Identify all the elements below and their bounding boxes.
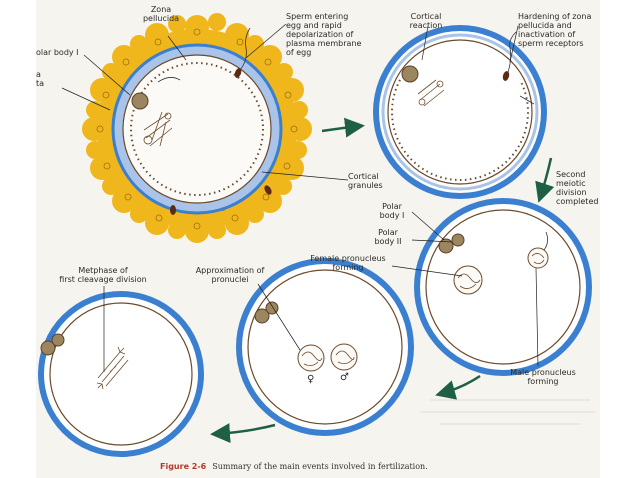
- flow-arrows: [210, 117, 555, 444]
- label-polar-body-I: Polar body I: [379, 202, 405, 220]
- female-symbol: ♀: [307, 374, 315, 385]
- stage-1-egg-with-corona: [82, 13, 312, 243]
- arrow-stage2-to-3: [535, 157, 555, 203]
- stage-4-approximation: [236, 258, 414, 436]
- figure-caption-text: Summary of the main events involved in f…: [212, 462, 428, 471]
- label-cortical-granules: Cortical granules: [348, 172, 383, 190]
- egg-membrane-3: [425, 209, 581, 365]
- egg-membrane-1: [122, 54, 272, 204]
- zona-inner-2: [381, 33, 539, 191]
- leader-corona: [61, 87, 111, 111]
- polar-body-II-3: [451, 233, 465, 247]
- arrow-stage4-to-5: [210, 423, 276, 444]
- cytoplasm-mark: [157, 77, 181, 83]
- zona-pellucida-3: [414, 198, 592, 376]
- label-second-meiotic: Second meiotic division completed: [556, 170, 599, 206]
- corona-cells: [82, 13, 312, 243]
- arrow-stage1-to-2: [321, 117, 365, 138]
- leader-polar-body-II-3: [411, 239, 453, 243]
- label-corona-radiata-cut: a ta: [36, 70, 45, 88]
- male-pronucleus-3: [527, 231, 549, 269]
- leader-polar-body-I: [83, 54, 131, 96]
- egg-membrane-5: [49, 302, 193, 446]
- sperm-head-3: [264, 185, 272, 195]
- figure-caption: Figure 2-6 Summary of the main events inv…: [160, 462, 428, 471]
- leader-sperm-entering: [245, 23, 287, 59]
- polar-body-2a: [401, 65, 419, 83]
- egg-membrane-2: [387, 39, 533, 185]
- female-pronucleus-4: [297, 344, 325, 372]
- zona-pellucida-5: [38, 291, 204, 457]
- arrowhead-mark-2: [519, 95, 535, 105]
- polar-body-5a: [40, 340, 56, 356]
- polar-body-I-3: [438, 238, 454, 254]
- stage-2-cortical-reaction: [373, 25, 547, 199]
- leader-hardening: [509, 25, 519, 63]
- label-cortical-reaction: Cortical reaction: [409, 12, 443, 30]
- leader-zona: [167, 35, 187, 61]
- sperm-entering-1: [234, 27, 251, 78]
- label-approximation: Approximation of pronuclei: [195, 266, 265, 284]
- figure-number: Figure 2-6: [160, 462, 207, 471]
- polar-body-5b: [51, 333, 65, 347]
- cleavage-spindle-5: [96, 346, 129, 390]
- leader-cortical-granules: [261, 171, 349, 181]
- leader-male-pronucleus: [535, 267, 539, 367]
- scan-bleed-lines: [420, 399, 596, 425]
- male-symbol: ♂: [340, 372, 349, 383]
- label-zona-pellucida: Zona pellucida: [142, 5, 180, 23]
- zona-pellucida-4: [236, 258, 414, 436]
- sperm-head-2: [170, 205, 176, 215]
- female-pronucleus-3: [453, 265, 483, 295]
- leader-cortical-reaction: [421, 25, 429, 61]
- label-polar-body-II: Polar body II: [374, 228, 402, 246]
- meiotic-spindle-2: [417, 79, 445, 107]
- label-female-pronucleus: Female pronucleus forming: [310, 254, 386, 272]
- label-hardening-zona: Hardening of zona pellucida and inactiva…: [518, 12, 592, 48]
- label-male-pronucleus: Male pronucleus forming: [510, 368, 576, 386]
- leader-polar-body-I-3: [411, 211, 445, 241]
- zona-pellucida-2: [373, 25, 547, 199]
- arrow-stage3-to-4: [435, 374, 481, 400]
- label-polar-body-I-cut: olar body I: [36, 48, 79, 57]
- leader-lines: [61, 23, 539, 372]
- egg-membrane-4: [247, 269, 403, 425]
- leader-female-pronucleus: [391, 265, 463, 277]
- polar-body-1a: [131, 92, 149, 110]
- sperm-2: [502, 31, 517, 81]
- stage-5-metaphase: [38, 291, 204, 457]
- meiotic-spindle-1: [143, 111, 173, 147]
- leader-approximation: [257, 283, 301, 351]
- stage-3-pronuclei-forming: [414, 198, 592, 376]
- male-pronucleus-4: [330, 343, 358, 371]
- cortical-granules-1: [130, 62, 264, 196]
- polar-body-4a: [254, 308, 270, 324]
- label-sperm-entering: Sperm entering egg and rapid depolarizat…: [286, 12, 362, 57]
- label-metaphase: Metphase of first cleavage division: [59, 266, 147, 284]
